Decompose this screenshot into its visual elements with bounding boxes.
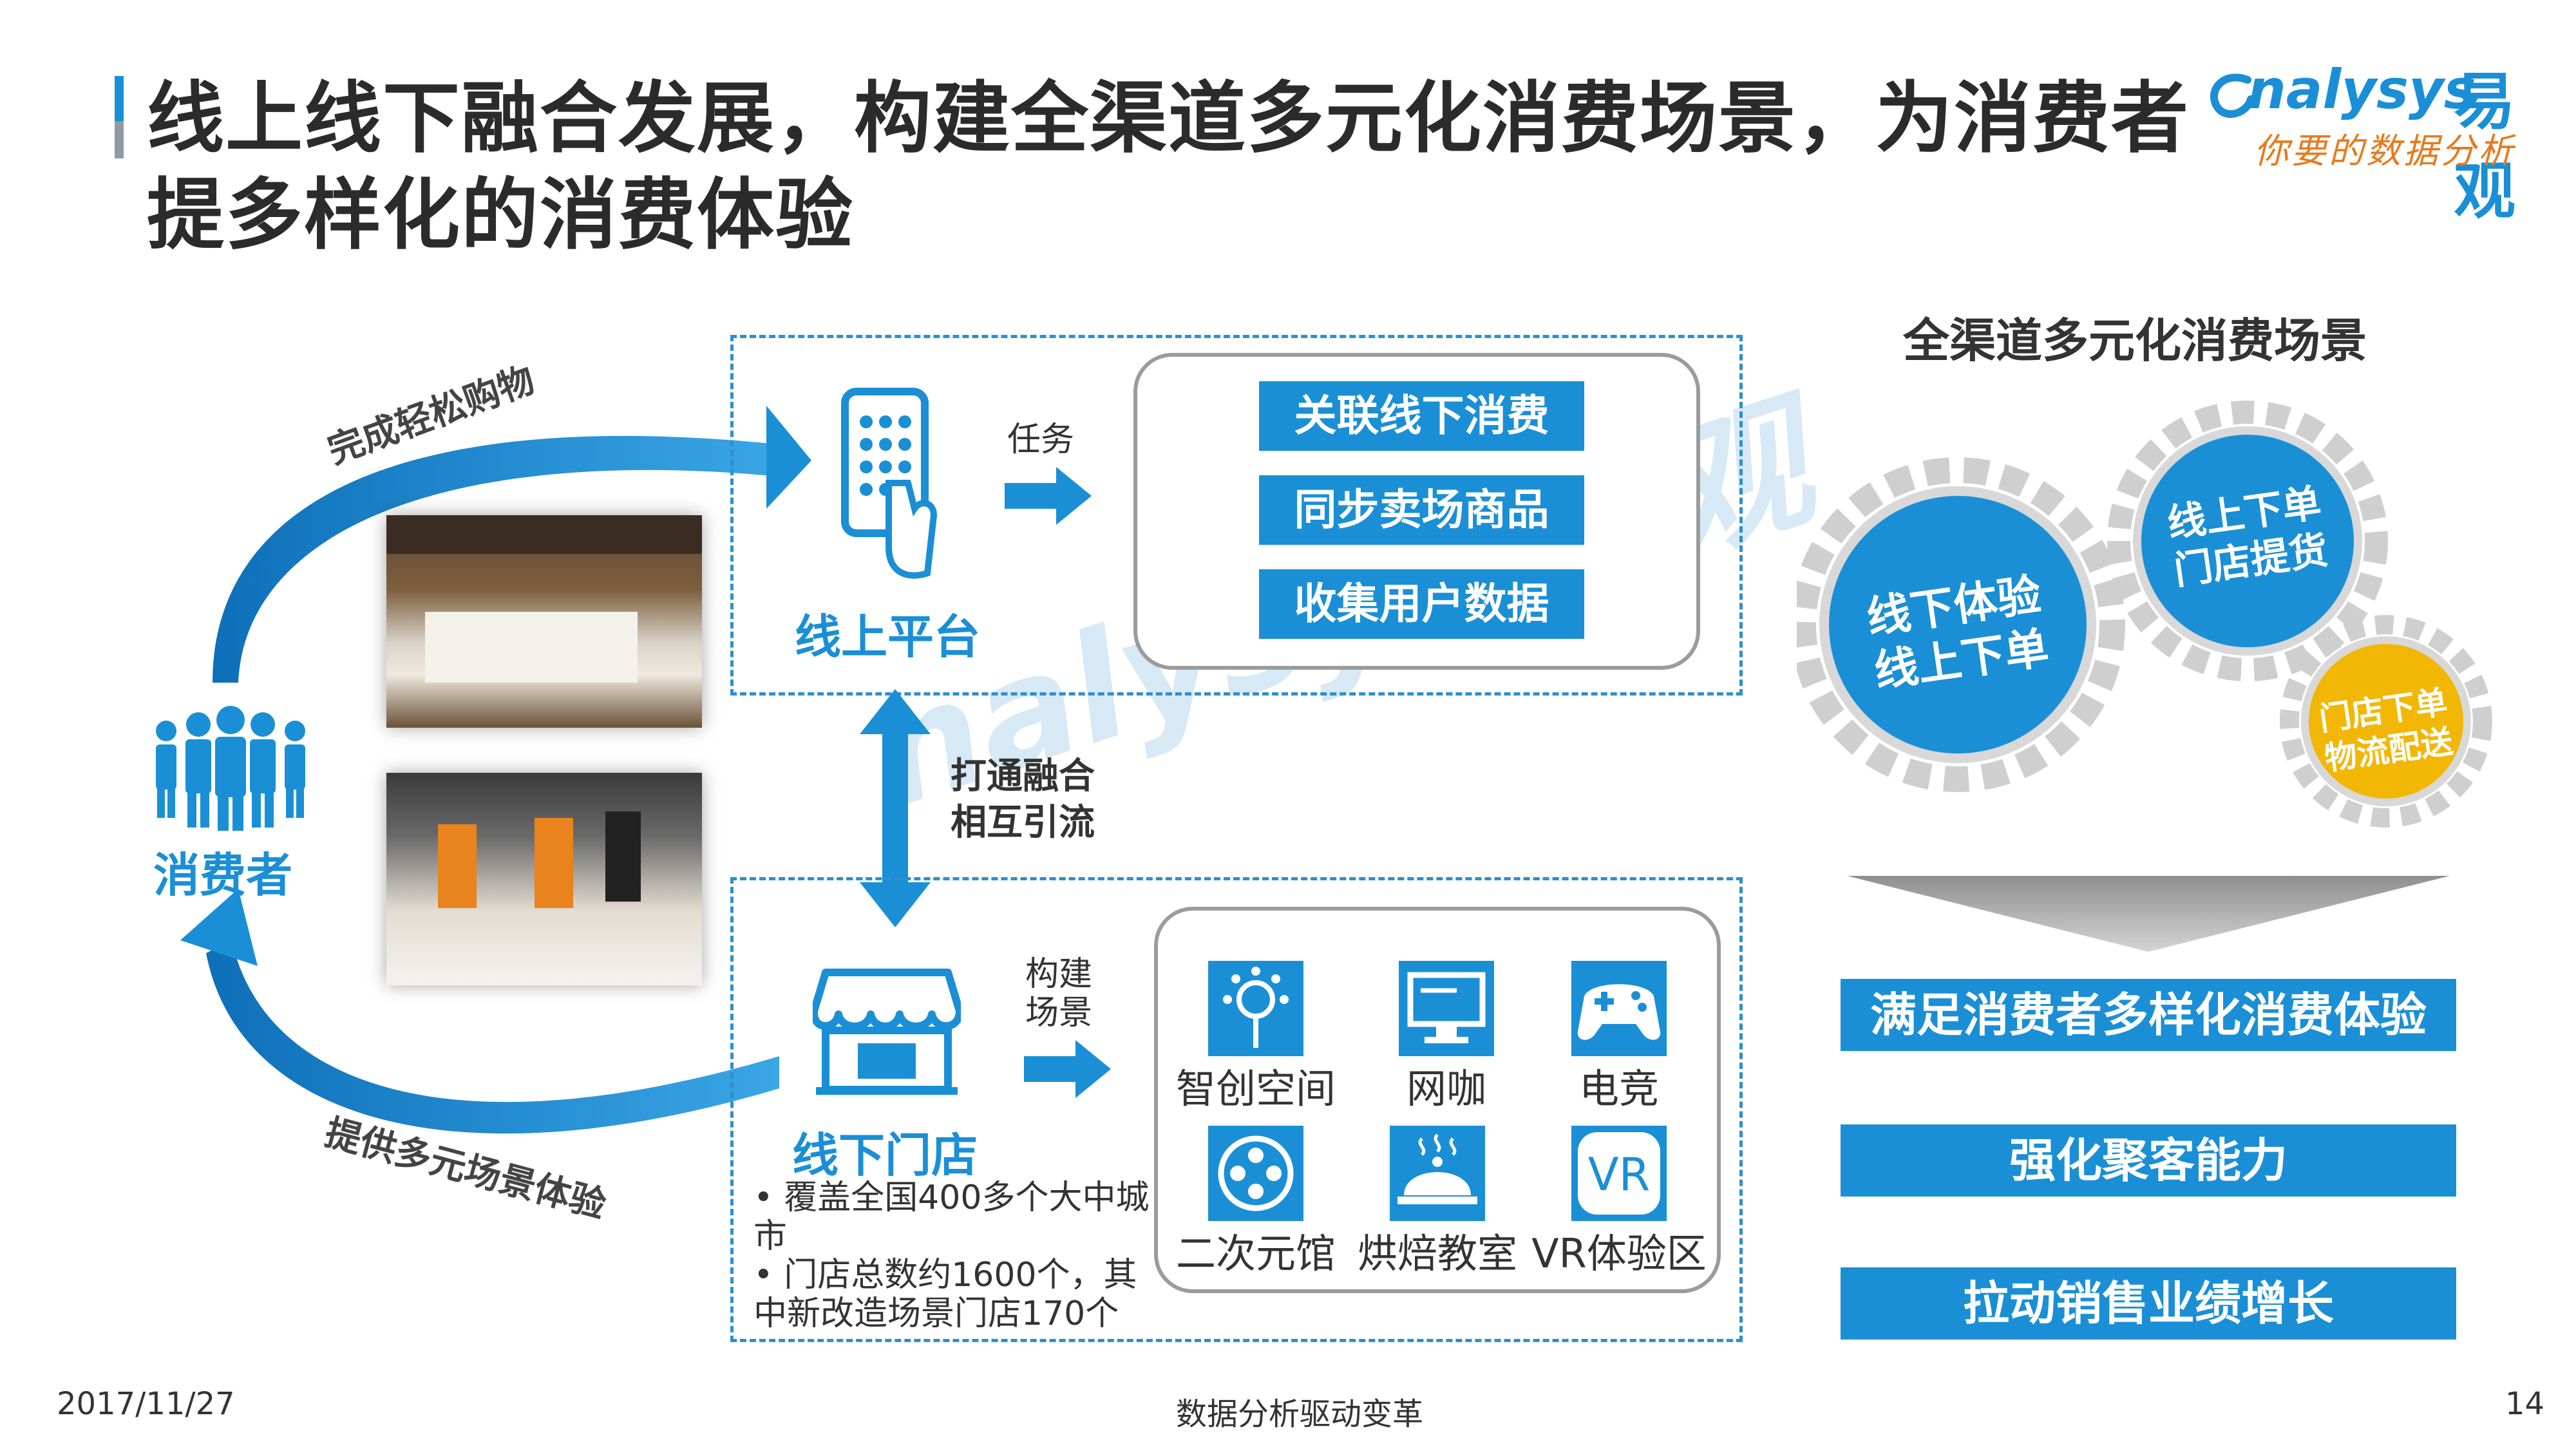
result-bar-3: 拉动销售业绩增长 <box>1841 1267 2456 1340</box>
gamepad-icon <box>1571 961 1667 1056</box>
page-title: 线上线下融合发展，构建全渠道多元化消费场景，为消费者提多样化的消费体验 <box>147 74 2190 260</box>
gears-illustration <box>1797 401 2492 828</box>
scene-label-internet-cafe: 网咖 <box>1406 1065 1486 1112</box>
down-triangle <box>1847 876 2450 952</box>
page-number: 14 <box>2505 1386 2545 1422</box>
offline-bullet-1: • 覆盖全国400多个大中城市 <box>753 1179 1153 1256</box>
storefront-icon <box>813 969 961 1095</box>
top-arc-arrow <box>213 435 779 683</box>
offline-bullet-2-text: 门店总数约1600个，其中新改造场景门店170个 <box>753 1256 1137 1333</box>
offline-arrow-label-2: 场景 <box>1025 994 1093 1032</box>
cloche-icon <box>1390 1126 1485 1221</box>
bidirectional-arrow <box>860 689 931 927</box>
offline-bullet-2: • 门店总数约1600个，其中新改造场景门店170个 <box>753 1256 1153 1333</box>
film-reel-icon <box>1208 1126 1303 1221</box>
right-heading: 全渠道多元化消费场景 <box>1903 314 2367 368</box>
gear-small <box>2280 615 2492 828</box>
vr-icon: VR <box>1571 1126 1667 1221</box>
result-bar-1: 满足消费者多样化消费体验 <box>1841 979 2456 1051</box>
scene-label-anime-hall: 二次元馆 <box>1175 1230 1336 1277</box>
scene-label-baking: 烘焙教室 <box>1357 1230 1517 1277</box>
scene-label-innovation: 智创空间 <box>1175 1065 1336 1112</box>
footer-center: 数据分析驱动变革 <box>1176 1396 1424 1432</box>
logo-swirl-icon <box>2210 73 2255 118</box>
bottom-arc-arrow <box>206 940 779 1134</box>
innovation-icon <box>1208 961 1303 1056</box>
online-task-2: 同步卖场商品 <box>1259 475 1584 545</box>
offline-section <box>730 877 1743 1342</box>
offline-bullet-1-text: 覆盖全国400多个大中城市 <box>753 1179 1150 1256</box>
svg-text:VR: VR <box>1588 1148 1651 1201</box>
smartphone-icon <box>841 388 938 579</box>
store-photo-kitchen <box>386 515 702 728</box>
online-task-3: 收集用户数据 <box>1259 569 1584 639</box>
bottom-arrowhead <box>180 889 258 966</box>
result-bar-2: 强化聚客能力 <box>1841 1124 2456 1197</box>
link-label-1: 打通融合 <box>951 755 1095 797</box>
online-arrow-label: 任务 <box>1007 421 1075 459</box>
bullet-dot: • <box>753 1179 784 1217</box>
analysys-logo: nalysys 易观 你要的数据分析 <box>2202 52 2563 227</box>
cycle-arrows <box>180 406 811 1134</box>
online-section <box>730 335 1743 696</box>
top-arrowhead <box>766 406 811 509</box>
scene-label-esports: 电竞 <box>1578 1065 1659 1112</box>
logo-tagline: 你要的数据分析 <box>2254 131 2515 171</box>
online-task-arrow <box>1005 467 1092 525</box>
title-accent-bar-gray <box>115 121 124 158</box>
store-photo-class <box>386 773 702 985</box>
monitor-icon <box>1399 961 1494 1056</box>
offline-arrow-label-1: 构建 <box>1025 955 1093 994</box>
offline-scene-arrow <box>1024 1040 1111 1098</box>
consumer-label: 消费者 <box>153 848 293 902</box>
footer-date: 2017/11/27 <box>57 1386 235 1422</box>
bullet-dot: • <box>753 1256 784 1294</box>
offline-store-label: 线下门店 <box>792 1128 978 1182</box>
gear-medium <box>2107 401 2388 681</box>
logo-brand: nalysys <box>2248 58 2476 121</box>
consumers-icon <box>156 706 305 831</box>
logo-brand-cn: 易观 <box>2454 66 2515 227</box>
scene-label-vr: VR体验区 <box>1531 1230 1707 1277</box>
link-label-2: 相互引流 <box>951 802 1095 844</box>
online-task-1: 关联线下消费 <box>1259 381 1584 451</box>
online-platform-label: 线上平台 <box>795 610 981 664</box>
gear-large <box>1797 457 2125 792</box>
